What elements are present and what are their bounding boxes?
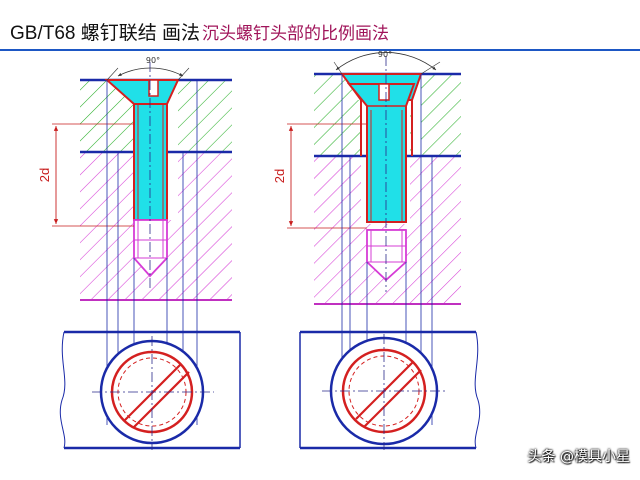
angle-dimension-arc: [117, 67, 184, 77]
dim-label-2d: 2d: [37, 168, 52, 182]
top-view: [59, 330, 241, 450]
title-underline: [0, 49, 640, 51]
screw-slot: [378, 83, 390, 101]
angle-label: 90°: [146, 56, 160, 65]
top-plate-hatch: [80, 80, 232, 152]
figure-right: 90° 2d: [272, 50, 481, 450]
countersunk-screw: [346, 83, 416, 231]
angle-dimension-arc: [335, 52, 437, 71]
title-main: GB/T68 螺钉联结 画法: [10, 23, 201, 44]
top-plate-hatch: [314, 74, 461, 156]
title-subtitle: 沉头螺钉头部的比例画法: [202, 24, 390, 44]
watermark: 头条 @模具小星: [527, 449, 630, 465]
dim-label-2d: 2d: [272, 169, 287, 183]
threaded-hole: [366, 229, 407, 282]
page-title: GB/T68 螺钉联结 画法沉头螺钉头部的比例画法: [10, 20, 389, 48]
slot-line: [355, 361, 414, 420]
figure-left: 90° 2d: [37, 56, 241, 450]
top-view: [299, 330, 481, 450]
threaded-hole: [133, 219, 168, 278]
screw-slot: [148, 79, 159, 97]
angle-label: 90°: [378, 50, 392, 59]
